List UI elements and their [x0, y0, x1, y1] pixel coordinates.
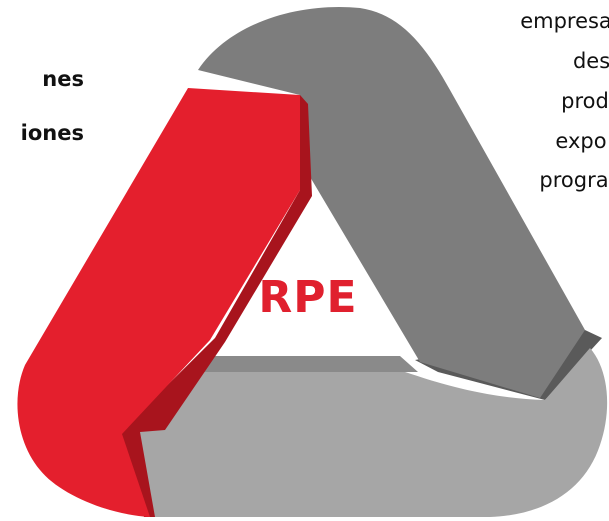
right-text-line-1: empresa: [520, 9, 609, 33]
left-text-line-1: nes: [42, 67, 84, 91]
red-band: [17, 88, 301, 517]
right-text-line-4: expo: [555, 129, 607, 153]
right-text-line-3: prod: [561, 89, 609, 113]
right-text-line-2: desa: [572, 49, 609, 73]
left-text-line-2: iones: [20, 121, 84, 145]
dark-gray-band: [198, 6, 585, 398]
center-rpe-label: RPE: [258, 272, 358, 323]
right-text-line-5: progra: [539, 168, 609, 192]
red-band-shadow: [118, 95, 312, 517]
light-gray-band-inner-edge: [190, 356, 418, 372]
light-gray-band: [135, 348, 608, 517]
